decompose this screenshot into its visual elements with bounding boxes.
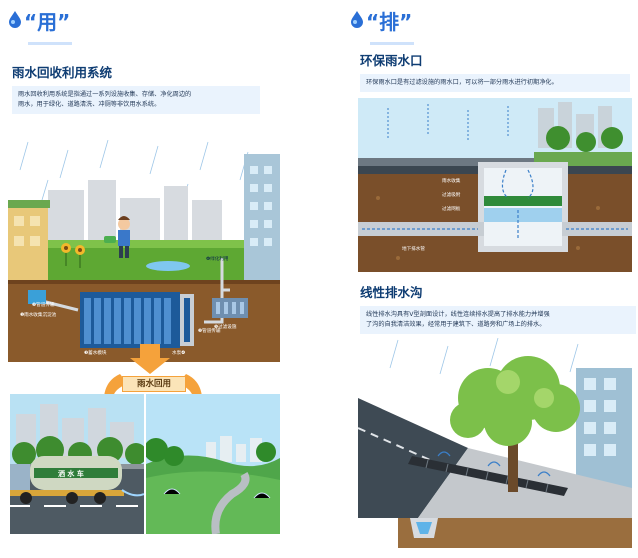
label-filter: ❺过滤设施	[214, 323, 237, 330]
rainwater-system-illustration: ❶雨水收集沉淀池 ❷管道传输 ❸蓄水模块 水泵❹ ❺过滤设施 ❻绿化利用 ❷管道…	[8, 140, 280, 362]
filter-unit	[212, 298, 248, 318]
street-cleaning-scene: 洒 水 车	[10, 394, 144, 534]
left-heading: “用”	[24, 10, 71, 34]
label-filter-plate: 过滤网板	[442, 205, 461, 212]
left-paragraph-line-1: 雨水回收利用系统是指通过一系列设施收集、存储、净化周边的	[18, 91, 192, 98]
down-arrow	[130, 344, 170, 374]
right-subtitle-inlet: 环保雨水口	[360, 53, 423, 68]
water-drop-icon	[9, 11, 21, 28]
left-paragraph-line-2: 雨水，用于绿化、道路清洗、冲厕等非饮用水系统。	[18, 101, 161, 108]
right-paragraph-trench-line-2: 了沟的自我清洁效果，经常用于建筑下、道路旁和广场上的排水。	[366, 321, 546, 328]
label-greening-use: ❻绿化利用	[206, 255, 229, 262]
label-pump: 水泵❹	[172, 349, 185, 356]
collection-tank	[28, 290, 46, 304]
boy-watering	[104, 216, 130, 258]
label-filter-adsorption: 过滤吸附	[442, 191, 461, 198]
eco-inlet-illustration: 雨水收集 过滤吸附 过滤网板 地下排水管	[358, 98, 632, 272]
park-path	[211, 471, 250, 534]
tree-trunk	[508, 428, 518, 492]
right-paragraph-trench-line-1: 线性排水沟具有V型剖面设计，线性连续排水提高了排水能力并增强	[366, 311, 550, 318]
right-panel: “排” 环保雨水口 环保雨水口是有过滤设施的雨水口，可以将一部分雨水进行初期净化…	[320, 0, 638, 558]
right-heading-underline	[370, 42, 414, 45]
puddle	[146, 261, 190, 271]
left-panel: “用” 雨水回收利用系统 雨水回收利用系统是指通过一系列设施收集、存储、净化周边…	[0, 0, 318, 558]
left-heading-underline	[28, 42, 72, 45]
label-rain-collection: 雨水收集	[442, 177, 461, 184]
right-paragraph-inlet-line-1: 环保雨水口是有过滤设施的雨水口，可以将一部分雨水进行初期净化。	[366, 79, 558, 86]
underground-pipe	[358, 222, 484, 236]
label-pipe-transfer: ❷管道传输	[32, 301, 55, 308]
reuse-label: 雨水回用	[122, 376, 186, 392]
left-subtitle: 雨水回收利用系统	[12, 65, 113, 80]
right-heading: “排”	[366, 10, 413, 34]
right-paragraph-inlet: 环保雨水口是有过滤设施的雨水口，可以将一部分雨水进行初期净化。	[360, 74, 630, 92]
label-pipe-transfer-2: ❷管道传输	[198, 327, 221, 334]
truck-text: 洒 水 车	[58, 469, 84, 478]
sunflowers	[61, 243, 85, 268]
right-paragraph-trench: 线性排水沟具有V型剖面设计，线性连续排水提高了排水能力并增强 了沟的自我清洁效果…	[360, 306, 636, 334]
label-collection-tank: ❶雨水收集沉淀池	[20, 311, 57, 318]
label-storage-module: ❸蓄水模块	[84, 349, 107, 356]
water-drop-icon-right	[351, 11, 363, 28]
filter-layer	[484, 196, 562, 206]
left-paragraph: 雨水回收利用系统是指通过一系列设施收集、存储、净化周边的 雨水，用于绿化、道路清…	[12, 86, 260, 114]
label-underground-drain: 地下排水管	[402, 245, 425, 252]
right-subtitle-trench: 线性排水沟	[360, 285, 423, 300]
park-irrigation-scene	[146, 394, 280, 534]
linear-trench-illustration	[358, 338, 632, 548]
